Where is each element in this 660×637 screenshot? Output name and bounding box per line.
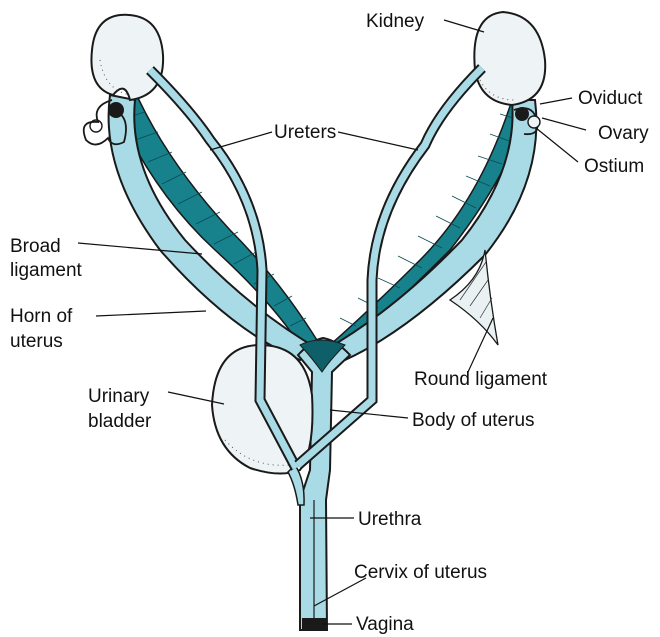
- label-body-of-uterus: Body of uterus: [412, 410, 535, 431]
- label-ovary: Ovary: [598, 123, 649, 144]
- oviduct-leader: [540, 98, 572, 104]
- label-bladder-line2: bladder: [88, 411, 152, 432]
- label-oviduct: Oviduct: [578, 88, 643, 109]
- label-horn-line2: uterus: [10, 331, 63, 352]
- ostium-leader: [536, 128, 578, 162]
- ovary-leader: [542, 118, 586, 130]
- label-cervix: Cervix of uterus: [354, 562, 487, 583]
- label-bladder-line1: Urinary: [88, 386, 150, 407]
- ureters-leader-right: [338, 132, 418, 150]
- round-ligament-leader: [468, 318, 493, 372]
- bladder-neck: [288, 465, 304, 505]
- label-broad-ligament-line2: ligament: [10, 260, 83, 281]
- label-round-ligament: Round ligament: [414, 369, 548, 390]
- horn-leader: [96, 311, 206, 316]
- body-uterus-leader: [330, 410, 408, 418]
- left-kidney: [91, 15, 163, 100]
- label-vagina: Vagina: [356, 614, 414, 635]
- right-kidney: [474, 12, 545, 105]
- label-broad-ligament-line1: Broad: [10, 236, 61, 257]
- label-urethra: Urethra: [358, 509, 422, 530]
- label-horn-line1: Horn of: [10, 306, 73, 327]
- label-ostium: Ostium: [584, 156, 644, 177]
- ureters-leader-left: [210, 132, 272, 150]
- kidney-leader: [444, 20, 484, 32]
- label-kidney: Kidney: [366, 11, 425, 32]
- label-ureters: Ureters: [274, 122, 336, 143]
